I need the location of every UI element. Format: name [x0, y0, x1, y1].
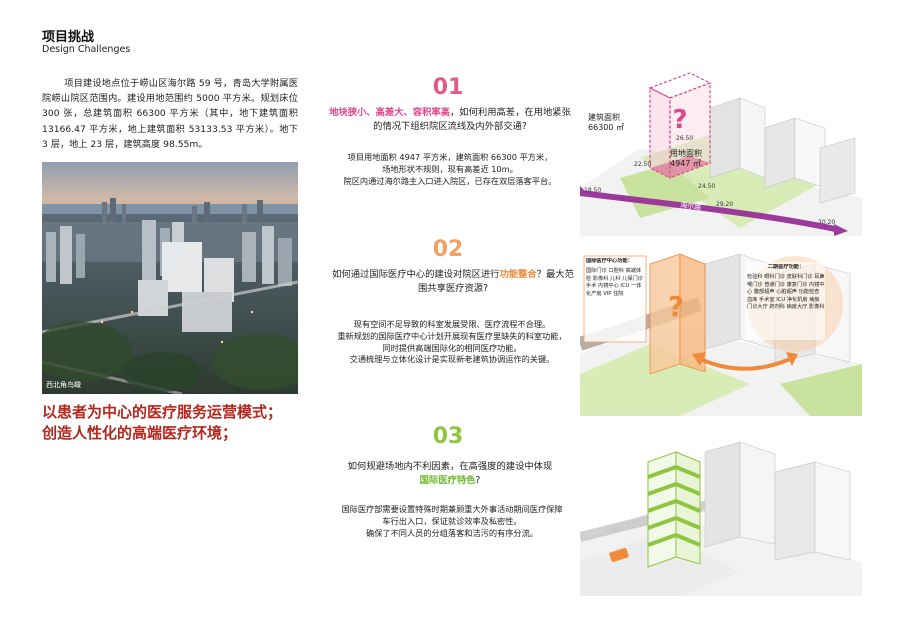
- challenge-question-2: 如何通过国际医疗中心的建设对院区进行功能整合？最大范围共享医疗资源?: [328, 268, 578, 295]
- diagram1-site-area-value: 4947 ㎡: [670, 159, 701, 168]
- level-label: 26.50: [676, 135, 693, 142]
- intl-functions-list: 国际门诊 口腔科 高端体检 影像科 儿科 儿保门诊 手术 内镜中心 ICU 一体…: [586, 268, 643, 297]
- challenge-question-3: 如何规避场地内不利因素，在高强度的建设中体现国际医疗特色?: [325, 460, 575, 487]
- aerial-photo: 西北角鸟瞰: [42, 162, 298, 394]
- site-diagram-3: [580, 441, 862, 596]
- challenge-description-1: 项目用地面积 4947 平方米，建筑面积 66300 平方米， 场地形状不规则，…: [322, 152, 578, 187]
- desc-line: 国际医疗部需要设置特殊时期兼顾重大外事活动期间医疗保障: [341, 504, 563, 514]
- challenge-number-3: 03: [432, 424, 464, 449]
- challenge-number-1: 01: [432, 75, 464, 100]
- desc-line: 交通梳理与立体化设计是实现新老建筑协调运作的关键。: [349, 354, 555, 365]
- challenge-highlight-3: 国际医疗特色: [419, 474, 476, 486]
- intro-text: 项目建设地点位于崂山区海尔路 59 号，青岛大学附属医院崂山院区范围内。建设用地…: [42, 78, 298, 150]
- diagram1-question-mark: ?: [672, 105, 687, 135]
- phase2-functions-list: 检验科 眼科门诊 皮肤科门诊 耳鼻喉门诊 普通门诊 康复门诊 内镜中心 腹部超声…: [747, 274, 825, 311]
- level-label: 30.20: [818, 219, 835, 226]
- challenge-question-before-2: 如何通过国际医疗中心的建设对院区进行: [332, 269, 500, 280]
- intro-paragraph: 项目建设地点位于崂山区海尔路 59 号，青岛大学附属医院崂山院区范围内。建设用地…: [42, 76, 298, 152]
- slogan: 以患者为中心的医疗服务运营模式； 创造人性化的高端医疗环境；: [42, 402, 312, 444]
- challenge-number-2: 02: [432, 237, 464, 262]
- level-label: 22.50: [634, 161, 651, 168]
- desc-line: 项目用地面积 4947 平方米，建筑面积 66300 平方米，: [347, 152, 553, 162]
- challenge-question-1: 地块狭小、高差大、容积率高，如何利用高差，在用地紧张的情况下组织院区流线及内外部…: [325, 106, 575, 133]
- site-diagram-1: ? 建筑面积 66300 ㎡ 用地面积 4947 ㎡ 26.50 22.50 1…: [580, 72, 862, 236]
- diagram1-building-area-value: 66300 ㎡: [588, 123, 624, 132]
- slogan-line-1: 以患者为中心的医疗服务运营模式；: [42, 403, 283, 421]
- desc-line: 现有空间不足导致的科室发展受限、医疗流程不合理。: [353, 319, 551, 329]
- road-name: 海尔路: [680, 200, 702, 212]
- challenge-question-rest-1: ，如何利用高差，在用地紧张的情况下组织院区流线及内外部交通?: [373, 107, 571, 132]
- challenge-question-before-3: 如何规避场地内不利因素，在高强度的建设中体现: [347, 461, 553, 472]
- desc-line: 同时提供高端国际化的相同医疗功能。: [382, 342, 522, 353]
- challenge-description-3: 国际医疗部需要设置特殊时期兼顾重大外事活动期间医疗保障 车行出入口，保证就诊效率…: [318, 504, 586, 539]
- intl-functions-title: 国际医疗中心功能：: [586, 258, 633, 264]
- photo-credit: 西北角鸟瞰: [46, 381, 81, 389]
- challenge-question-after-2: ？最大范围共享医疗资源?: [417, 269, 574, 294]
- site-diagram-2: ? 国际医疗中心功能： 国际门诊 口腔科 高端体检 影像科 儿科 儿保门诊 手术…: [580, 253, 862, 416]
- page-subtitle: Design Challenges: [42, 44, 131, 55]
- challenge-highlight-1: 地块狭小、高差大、容积率高: [329, 107, 450, 118]
- phase2-functions-title: 二期医疗功能：: [767, 264, 805, 270]
- aerial-photo-illustration: [42, 162, 298, 394]
- desc-line: 确保了不同人员的分组落客和洁污的有序分流。: [366, 527, 538, 538]
- diagram2-question-mark: ?: [668, 290, 684, 323]
- desc-line: 院区内通过海尔路主入口进入院区，已存在双层落客平台。: [343, 175, 557, 186]
- challenge-description-2: 现有空间不足导致的科室发展受限、医疗流程不合理。 重新规划的国际医疗中心计划开展…: [318, 319, 586, 366]
- challenge-highlight-2: 功能整合: [499, 269, 537, 280]
- diagram1-building-area-label: 建筑面积: [588, 112, 620, 122]
- challenge-question-after-3: ?: [475, 474, 481, 486]
- level-label: 24.50: [698, 183, 715, 190]
- desc-line: 重新规划的国际医疗中心计划开展现有医疗里缺失的科室功能，: [337, 330, 567, 341]
- level-label: 29.20: [716, 201, 733, 208]
- slogan-line-2: 创造人性化的高端医疗环境；: [42, 424, 238, 442]
- desc-line: 车行出入口，保证就诊效率及私密性。: [382, 515, 522, 526]
- page-title: 项目挑战: [42, 30, 95, 45]
- level-label: 18.50: [584, 187, 601, 194]
- desc-line: 场地形状不规则，现有高差近 10m。: [382, 163, 518, 174]
- diagram1-site-area-label: 用地面积: [670, 148, 702, 158]
